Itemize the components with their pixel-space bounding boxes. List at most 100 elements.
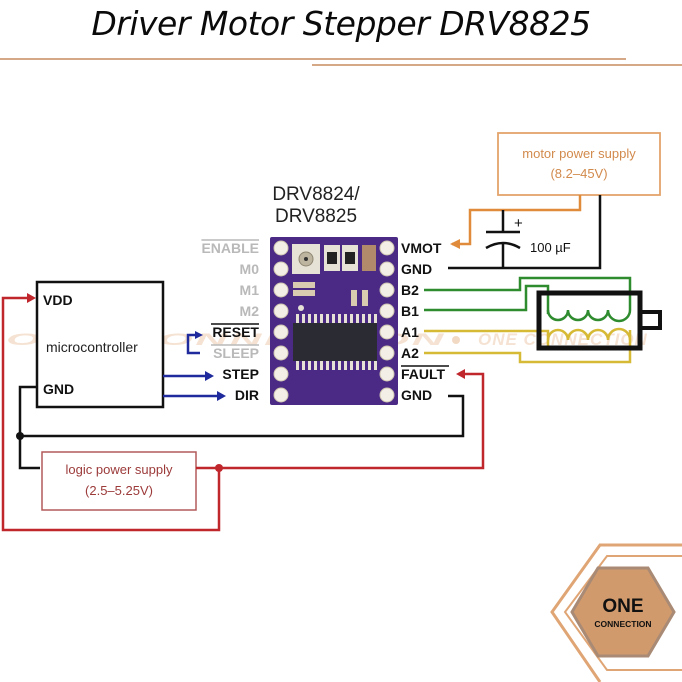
chip-title-line2: DRV8825 [275,206,357,227]
pin-label-left: M2 [240,303,260,319]
vmot-wire [452,195,582,246]
ic-pin [362,314,365,323]
chip-title-line1: DRV8824/ [272,184,360,205]
logic-power-supply-box [41,451,197,511]
pin-hole [379,303,395,319]
pin-label-right: B1 [401,303,419,319]
ic-pin [350,314,353,323]
ic-pin [326,314,329,323]
pin-label-right: A1 [401,324,419,340]
ic-pin [326,361,329,370]
watermark-text: ONE CONNECTION [478,330,648,349]
ic-pin [320,314,323,323]
title-underline-upper [0,58,626,60]
page-title: Driver Motor Stepper DRV8825 [91,4,591,43]
motor-supply-voltage: (8.2–45V) [550,166,607,181]
motor-power-supply-box [497,132,661,196]
pin-hole [273,324,289,340]
ic-pin [308,361,311,370]
pin-label-right: B2 [401,282,419,298]
pin-hole [379,324,395,340]
pin-label-left: STEP [222,366,259,382]
pin-label-left: SLEEP [213,345,259,361]
ic-pin [368,314,371,323]
ic-pin [356,314,359,323]
pin-hole [379,282,395,298]
pin-label-right: GND [401,387,432,403]
pin-hole [273,345,289,361]
a1-wire [424,329,550,350]
capacitor-value: 100 µF [530,240,571,255]
ic-pin [296,314,299,323]
pin-hole [273,261,289,277]
pin-label-left: M0 [240,261,260,277]
pin-hole [273,303,289,319]
pin-label-right: GND [401,261,432,277]
dir-arrow-icon [217,391,226,401]
capacitor-polarity: + [514,215,523,232]
pin-hole [273,387,289,403]
coil-a-icon [546,327,632,341]
pin-hole [273,282,289,298]
vdd-wire [1,296,221,532]
pin-hole [379,345,395,361]
step-arrow-icon [205,371,214,381]
gnd-junction [16,432,24,440]
ic-pin [332,314,335,323]
ic-pin [302,314,305,323]
ic-pin [344,314,347,323]
microcontroller-box [35,280,165,409]
ic-pin [368,361,371,370]
pin-hole [379,261,395,277]
pin-label-left: RESET [212,324,259,340]
fault-wire [196,372,485,470]
ic-pin [332,361,335,370]
driver-board [270,237,398,405]
pin-label-right: VMOT [401,240,442,256]
pin-label-right: FAULT [401,366,446,382]
mcu-vdd-label: VDD [43,292,73,308]
ic-pin [296,361,299,370]
ic-pin [350,361,353,370]
ic-pin [314,314,317,323]
brand-line2: CONNECTION [594,619,651,629]
ic-pin [314,361,317,370]
brand-logo: ONE CONNECTION [550,543,682,682]
vdd-arrow-icon [27,293,36,303]
mcu-label: microcontroller [46,339,138,355]
pin-hole [379,366,395,382]
ic-pin [374,314,377,323]
ic-pin [308,314,311,323]
pin-hole [273,240,289,256]
logic-supply-voltage: (2.5–5.25V) [85,483,153,498]
ic-pin [362,361,365,370]
brand-line1: ONE [602,596,643,617]
title-underline-lower [312,64,682,66]
motor-gnd-wire [448,195,602,270]
pin-label-left: DIR [235,387,259,403]
pin-hole [273,366,289,382]
pin-hole [379,240,395,256]
ic-pin [338,361,341,370]
motor-supply-label: motor power supply [522,146,636,161]
motor-shaft [638,310,662,330]
ic-pin [302,361,305,370]
watermark-dot [452,336,460,344]
ic-pin [338,314,341,323]
ic-pin [374,361,377,370]
b2-wire [424,276,632,310]
vmot-arrow-icon [450,239,460,249]
pin-label-left: M1 [240,282,260,298]
reset-sleep-jumper [186,333,200,355]
pin-label-left: ENABLE [201,240,259,256]
pin-label-right: A2 [401,345,419,361]
reset-arrow-icon [195,331,203,339]
ic-pin [320,361,323,370]
fault-arrow-icon [456,369,465,379]
pin-hole [379,387,395,403]
mcu-gnd-label: GND [43,381,74,397]
driver-ic [293,323,377,361]
logic-supply-label: logic power supply [66,462,173,477]
logic-gnd-wire [18,385,40,470]
